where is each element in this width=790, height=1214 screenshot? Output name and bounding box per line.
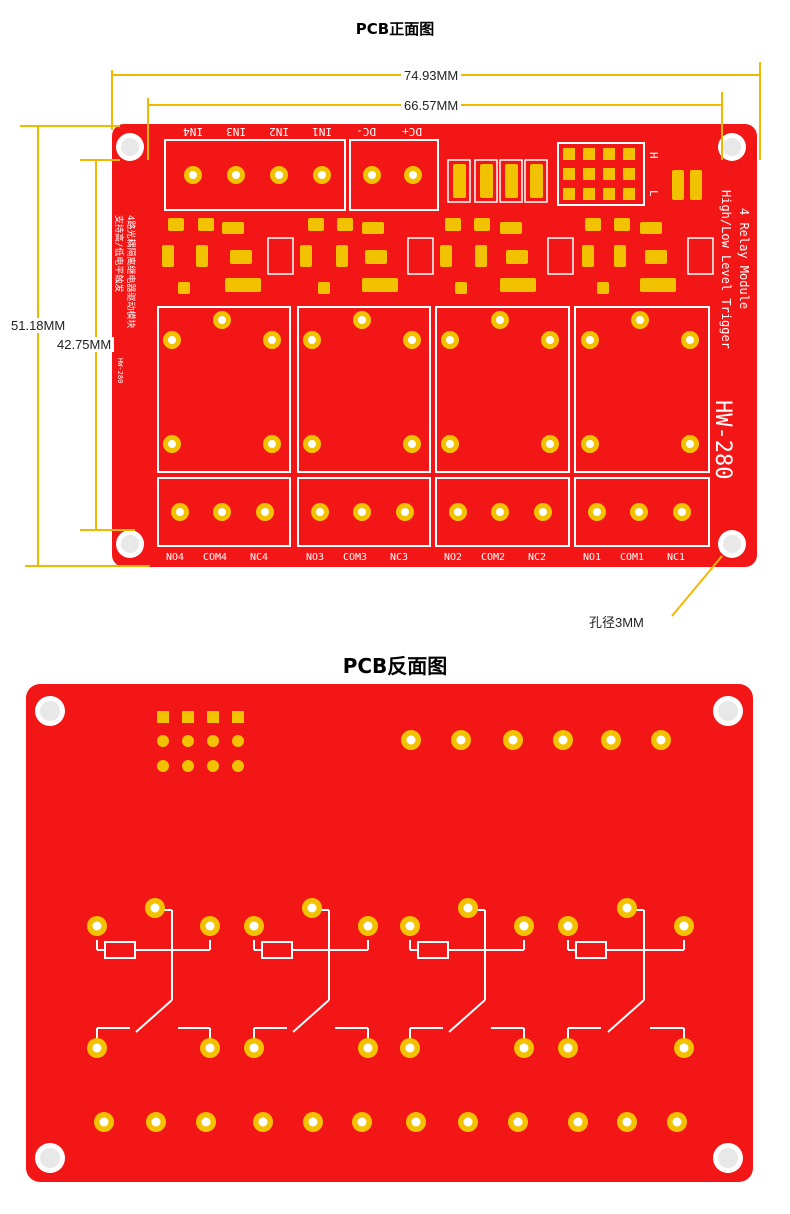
back-terminal-pins-top: [401, 730, 671, 750]
svg-text:HW-280: HW-280: [116, 358, 124, 383]
front-view-title: PCB正面图: [355, 20, 435, 38]
relay-pins: [163, 311, 699, 453]
svg-text:NC2: NC2: [528, 552, 546, 563]
silk-module-text: 4 Relay Module High/Low Level Trigger HW…: [113, 190, 751, 479]
svg-text:NC1: NC1: [667, 552, 685, 563]
svg-text:支持高/低电平触发: 支持高/低电平触发: [113, 215, 125, 292]
svg-text:DC-: DC-: [356, 125, 376, 138]
svg-text:COM2: COM2: [481, 552, 505, 563]
dim-outer-width: 74.93MM: [401, 68, 462, 83]
back-view-title: PCB反面图: [342, 654, 448, 678]
svg-text:L: L: [647, 190, 660, 197]
svg-text:IN4: IN4: [183, 125, 203, 138]
svg-text:NO2: NO2: [444, 552, 462, 563]
jumper-header: [557, 142, 645, 206]
dim-hole-diameter: 孔径3MM: [586, 612, 647, 631]
silk-input-labels: IN4 IN3 IN2 IN1 DC- DC+ H L: [183, 125, 660, 197]
svg-text:COM1: COM1: [620, 552, 644, 563]
svg-text:IN2: IN2: [269, 125, 289, 138]
back-relay-symbols: [96, 909, 685, 1044]
svg-text:IN3: IN3: [226, 125, 246, 138]
svg-text:High/Low Level Trigger: High/Low Level Trigger: [719, 190, 733, 349]
driver-smd-area: [162, 218, 714, 294]
back-terminal-pins-bottom: [94, 1112, 687, 1132]
svg-text:H: H: [647, 152, 660, 159]
back-header-pins: [157, 711, 244, 772]
svg-text:NO3: NO3: [306, 552, 324, 563]
front-pcb-drawing: IN4 IN3 IN2 IN1 DC- DC+ H L 4 Relay Modu…: [20, 62, 761, 617]
svg-text:NC3: NC3: [390, 552, 408, 563]
svg-text:4路光耦隔离继电器驱动模块: 4路光耦隔离继电器驱动模块: [125, 215, 137, 328]
front-board: [112, 124, 757, 567]
dim-hole-width: 66.57MM: [401, 98, 462, 113]
dim-hole-height: 42.75MM: [54, 337, 115, 352]
dimension-lines: [20, 62, 761, 617]
relays: [157, 306, 710, 473]
svg-text:COM3: COM3: [343, 552, 367, 563]
svg-text:4 Relay Module: 4 Relay Module: [737, 208, 751, 309]
mounting-holes-back: [35, 696, 743, 1173]
power-terminal-block: [349, 139, 439, 211]
svg-text:NC4: NC4: [250, 552, 268, 563]
svg-text:IN1: IN1: [312, 125, 332, 138]
dim-outer-height: 51.18MM: [8, 318, 69, 333]
svg-text:NO1: NO1: [583, 552, 601, 563]
smd-pads-top: [453, 164, 702, 200]
silk-output-labels: NO4 COM4 NC4 NO3 COM3 NC3 NO2 COM2 NC2 N…: [166, 552, 685, 563]
mounting-holes-front: [116, 133, 746, 558]
input-terminal-block: [164, 139, 346, 211]
svg-text:COM4: COM4: [203, 552, 227, 563]
output-terminal-blocks: [157, 477, 710, 547]
svg-text:HW-280: HW-280: [710, 400, 735, 479]
back-relay-pins: [87, 898, 694, 1058]
svg-text:DC+: DC+: [402, 125, 422, 138]
svg-text:NO4: NO4: [166, 552, 184, 563]
